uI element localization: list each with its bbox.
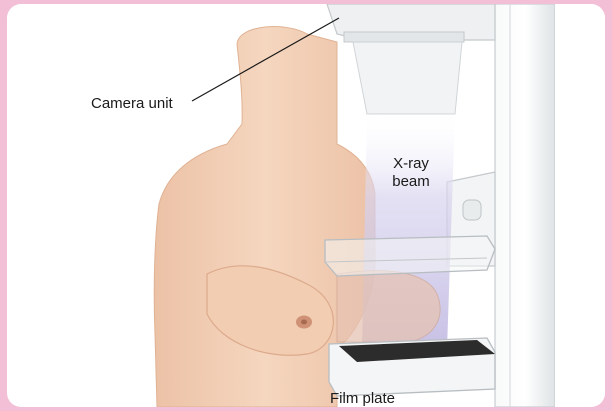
collimator [353, 42, 462, 114]
machine-pole [495, 4, 555, 407]
film-plate-label: Film plate [330, 390, 395, 407]
xray-beam-label-line1: X-ray [386, 155, 436, 173]
compression-paddle [325, 236, 495, 276]
diagram-card: Camera unit X-ray beam Film plate [7, 4, 605, 407]
mammography-machine [325, 4, 605, 407]
mammography-illustration [7, 4, 605, 407]
camera-unit-label: Camera unit [91, 95, 173, 113]
bracket-knob [463, 200, 481, 220]
xray-beam-label-line2: beam [386, 173, 436, 191]
nipple-center [301, 320, 307, 325]
compressed-breast [337, 271, 440, 342]
